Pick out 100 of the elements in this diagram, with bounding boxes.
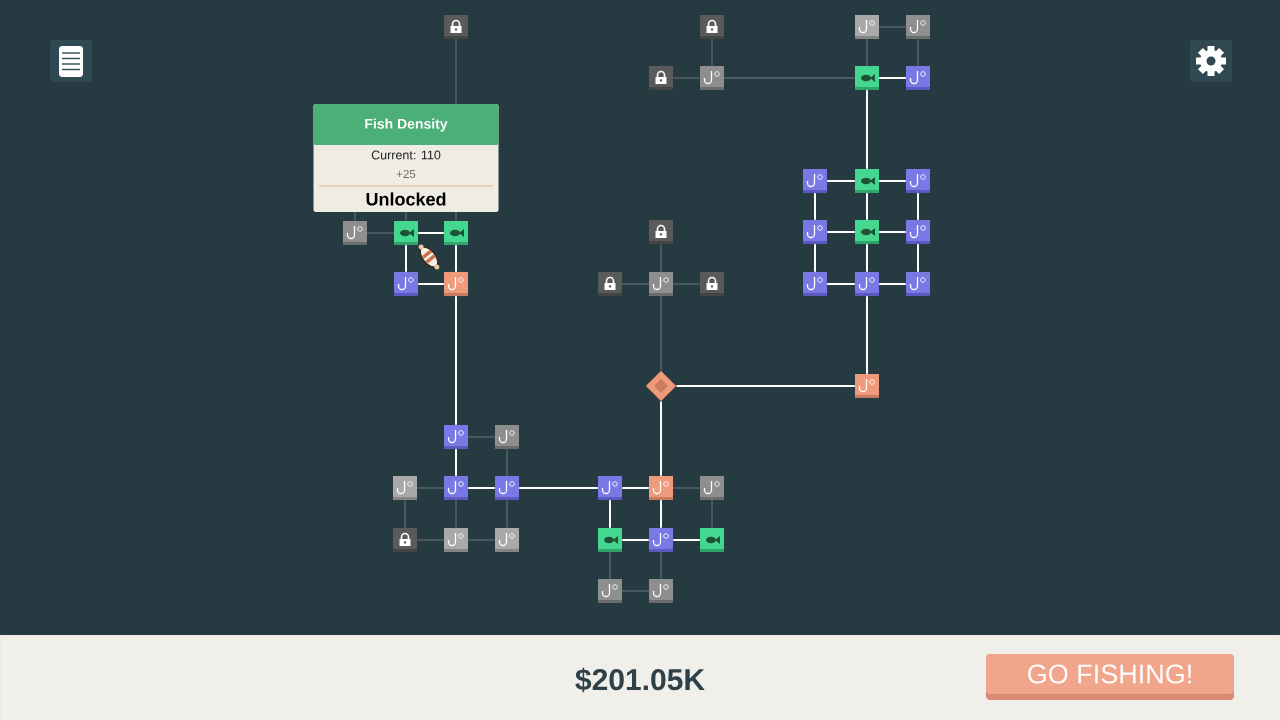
lock-tile <box>393 528 417 552</box>
connector-line <box>416 487 445 489</box>
connector-line <box>723 77 856 79</box>
connector-line <box>404 499 406 529</box>
connector-line <box>354 211 356 222</box>
upgrade-tile <box>855 169 879 193</box>
upgrade-tile <box>394 272 418 296</box>
connector-line <box>866 192 868 221</box>
lock-tile <box>649 66 673 90</box>
upgrade-tile <box>444 221 468 245</box>
connector-line <box>866 295 868 375</box>
connector-line <box>518 487 599 489</box>
upgrade-tile <box>803 272 827 296</box>
connector-line <box>814 192 816 221</box>
upgrade-tile <box>649 476 673 500</box>
upgrade-tile <box>855 374 879 398</box>
connector-line <box>417 232 445 234</box>
connector-line <box>455 244 457 273</box>
connector-line <box>660 400 662 477</box>
upgrade-tile <box>649 579 673 603</box>
connector-line <box>455 211 457 222</box>
lock-tile <box>649 220 673 244</box>
connector-line <box>826 231 856 233</box>
connector-line <box>621 590 650 592</box>
upgrade-tile <box>444 528 468 552</box>
upgrade-tile <box>906 15 930 39</box>
upgrade-tile <box>495 425 519 449</box>
upgrade-tile <box>394 221 418 245</box>
upgrade-tile <box>444 425 468 449</box>
connector-line <box>878 283 907 285</box>
connector-line <box>672 77 701 79</box>
upgrade-tile <box>700 66 724 90</box>
connector-line <box>711 499 713 529</box>
connector-line <box>609 499 611 529</box>
connector-line <box>675 385 856 387</box>
connector-line <box>660 295 662 372</box>
connector-line <box>826 180 856 182</box>
connector-line <box>417 283 445 285</box>
connector-line <box>866 38 868 67</box>
upgrade-tile <box>906 220 930 244</box>
connector-line <box>506 499 508 529</box>
connector-line <box>506 448 508 477</box>
upgrade-tile <box>855 66 879 90</box>
connector-line <box>416 539 445 541</box>
connector-line <box>866 89 868 170</box>
upgrade-tile <box>495 476 519 500</box>
lock-tile <box>700 272 724 296</box>
connector-line <box>878 180 907 182</box>
upgrade-tile <box>649 272 673 296</box>
upgrade-tile <box>803 220 827 244</box>
go-fishing-button: GO FISHING! <box>986 654 1234 700</box>
connector-line <box>672 487 701 489</box>
upgrade-tile <box>598 528 622 552</box>
connector-line <box>672 539 701 541</box>
connector-line <box>660 551 662 580</box>
connector-line <box>455 295 457 426</box>
upgrade-tile <box>444 476 468 500</box>
upgrade-tile <box>598 476 622 500</box>
connector-line <box>455 448 457 477</box>
upgrade-tile <box>598 579 622 603</box>
connector-line <box>467 487 496 489</box>
connector-line <box>467 539 496 541</box>
upgrade-tile <box>855 272 879 296</box>
upgrade-tile <box>906 272 930 296</box>
connector-line <box>621 283 650 285</box>
upgrade-tile <box>803 169 827 193</box>
connector-line <box>711 38 713 67</box>
connector-line <box>672 283 701 285</box>
connector-line <box>826 283 856 285</box>
connector-line <box>917 38 919 67</box>
upgrade-tile <box>700 476 724 500</box>
connector-line <box>609 551 611 580</box>
tooltip-card: Fish Density Current: 110 +25 Unlocked <box>313 104 499 212</box>
connector-line <box>660 243 662 273</box>
connector-line <box>455 499 457 529</box>
upgrade-tile <box>495 528 519 552</box>
connector-line <box>917 243 919 273</box>
upgrade-tile <box>343 221 367 245</box>
lock-tile <box>700 15 724 39</box>
upgrade-tile <box>855 220 879 244</box>
upgrade-tile <box>855 15 879 39</box>
connector-line <box>621 487 650 489</box>
lock-tile <box>444 15 468 39</box>
lock-tile <box>598 272 622 296</box>
upgrade-tile <box>906 169 930 193</box>
connector-line <box>366 232 395 234</box>
connector-line <box>917 192 919 221</box>
upgrade-tile <box>906 66 930 90</box>
connector-line <box>814 243 816 273</box>
upgrade-tile <box>393 476 417 500</box>
money-amount: $201.05K <box>575 667 705 693</box>
connector-line <box>878 26 907 28</box>
connector-line <box>405 244 407 273</box>
connector-line <box>878 77 907 79</box>
connector-line <box>467 436 496 438</box>
connector-line <box>405 211 407 222</box>
upgrade-tile <box>444 272 468 296</box>
connector-line <box>660 499 662 529</box>
connector-line <box>455 38 457 105</box>
upgrade-tile <box>649 528 673 552</box>
